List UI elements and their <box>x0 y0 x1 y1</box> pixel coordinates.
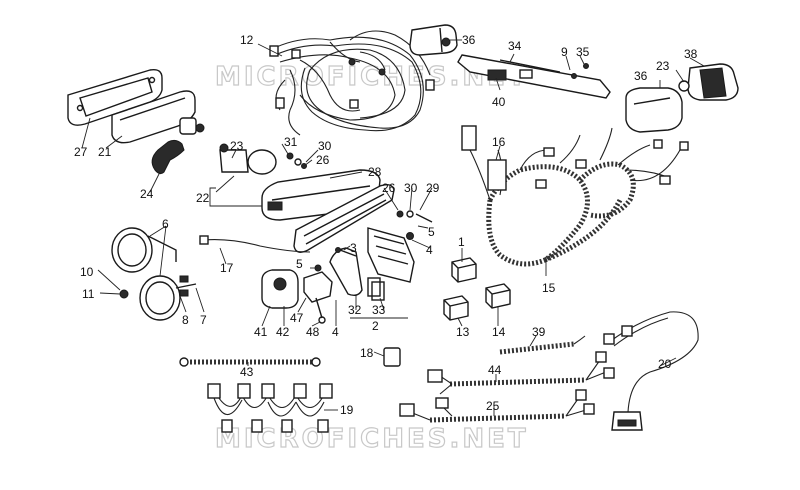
part-relay-1 <box>451 257 477 283</box>
callout-44: 44 <box>488 363 502 377</box>
callout-4-upper: 4 <box>426 243 433 257</box>
callout-26-right: 26 <box>382 181 396 195</box>
callout-36-top: 36 <box>462 33 476 47</box>
callout-6: 6 <box>162 217 169 231</box>
callout-14: 14 <box>492 325 506 339</box>
leader-lines <box>81 39 705 416</box>
callout-11: 11 <box>82 287 95 301</box>
callout-42: 42 <box>276 325 290 339</box>
part-harness-44 <box>427 351 615 395</box>
callout-38: 38 <box>684 47 698 61</box>
callout-18: 18 <box>360 346 374 360</box>
part-flasher-top <box>409 24 458 56</box>
part-mounting-bracket <box>329 227 415 301</box>
callout-30-right: 30 <box>404 181 418 195</box>
part-relay-14 <box>485 283 511 309</box>
callout-23-right: 23 <box>656 59 670 73</box>
part-bulb <box>219 143 277 175</box>
callout-21: 21 <box>98 145 112 159</box>
part-instrument-cluster <box>111 227 197 321</box>
part-relay-13 <box>443 295 469 321</box>
part-cable-43 <box>179 357 321 367</box>
part-cable-17 <box>199 235 311 253</box>
part-screws-top <box>286 152 307 169</box>
part-cable-20 <box>603 311 699 431</box>
callout-40: 40 <box>492 95 506 109</box>
callout-4-lower: 4 <box>332 325 339 339</box>
part-screw-3 <box>335 247 357 257</box>
callout-30-top: 30 <box>318 139 332 153</box>
callout-28: 28 <box>368 165 382 179</box>
callout-24: 24 <box>140 187 154 201</box>
callout-7: 7 <box>200 313 207 327</box>
callout-25: 25 <box>486 399 500 413</box>
callout-13: 13 <box>456 325 470 339</box>
callout-36-right: 36 <box>634 69 648 83</box>
part-connector-18 <box>383 347 401 367</box>
part-nut-4-upper <box>406 232 414 240</box>
watermark-bottom: MICROFICHES.NET <box>215 424 529 454</box>
callout-26-top: 26 <box>316 153 330 167</box>
callout-9: 9 <box>561 45 568 59</box>
callout-43: 43 <box>240 365 254 379</box>
callout-31: 31 <box>284 135 298 149</box>
part-light-housing <box>111 90 205 144</box>
callout-48: 48 <box>306 325 320 339</box>
part-tail-light <box>261 169 395 253</box>
callout-27: 27 <box>74 145 88 159</box>
callout-labels: 12 36 34 9 35 38 23 36 40 16 15 27 21 24… <box>74 33 698 417</box>
part-rear-indicator <box>678 63 739 101</box>
part-connector-chain <box>207 383 333 433</box>
callout-15: 15 <box>542 281 556 295</box>
part-lens-plate <box>67 68 163 126</box>
callout-3: 3 <box>350 241 357 255</box>
part-screws-right <box>396 210 433 223</box>
part-cable-39 <box>499 335 586 355</box>
callout-29: 29 <box>426 181 440 195</box>
callout-19: 19 <box>340 403 354 417</box>
part-indicator-right <box>625 87 683 133</box>
callout-17: 17 <box>220 261 234 275</box>
part-ignition-switch <box>261 269 333 324</box>
part-rear-loom <box>461 125 689 267</box>
callout-20: 20 <box>658 357 672 371</box>
part-harness-25 <box>399 389 595 423</box>
callout-47: 47 <box>290 311 304 325</box>
callout-33: 33 <box>372 303 386 317</box>
callout-8: 8 <box>182 313 189 327</box>
part-rubber-boot <box>151 139 185 175</box>
callout-32: 32 <box>348 303 362 317</box>
callout-12: 12 <box>240 33 254 47</box>
callout-23-left: 23 <box>230 139 244 153</box>
callout-16: 16 <box>492 135 506 149</box>
callout-5-left: 5 <box>296 257 303 271</box>
part-main-harness <box>269 30 435 136</box>
callout-35: 35 <box>576 45 590 59</box>
callout-2: 2 <box>372 319 379 333</box>
callout-34: 34 <box>508 39 522 53</box>
callout-10: 10 <box>80 265 94 279</box>
callout-41: 41 <box>254 325 268 339</box>
callout-39: 39 <box>532 325 546 339</box>
part-bracket-bar <box>457 54 611 99</box>
callout-5-right: 5 <box>428 225 435 239</box>
callout-22: 22 <box>196 191 210 205</box>
callout-1: 1 <box>458 235 465 249</box>
